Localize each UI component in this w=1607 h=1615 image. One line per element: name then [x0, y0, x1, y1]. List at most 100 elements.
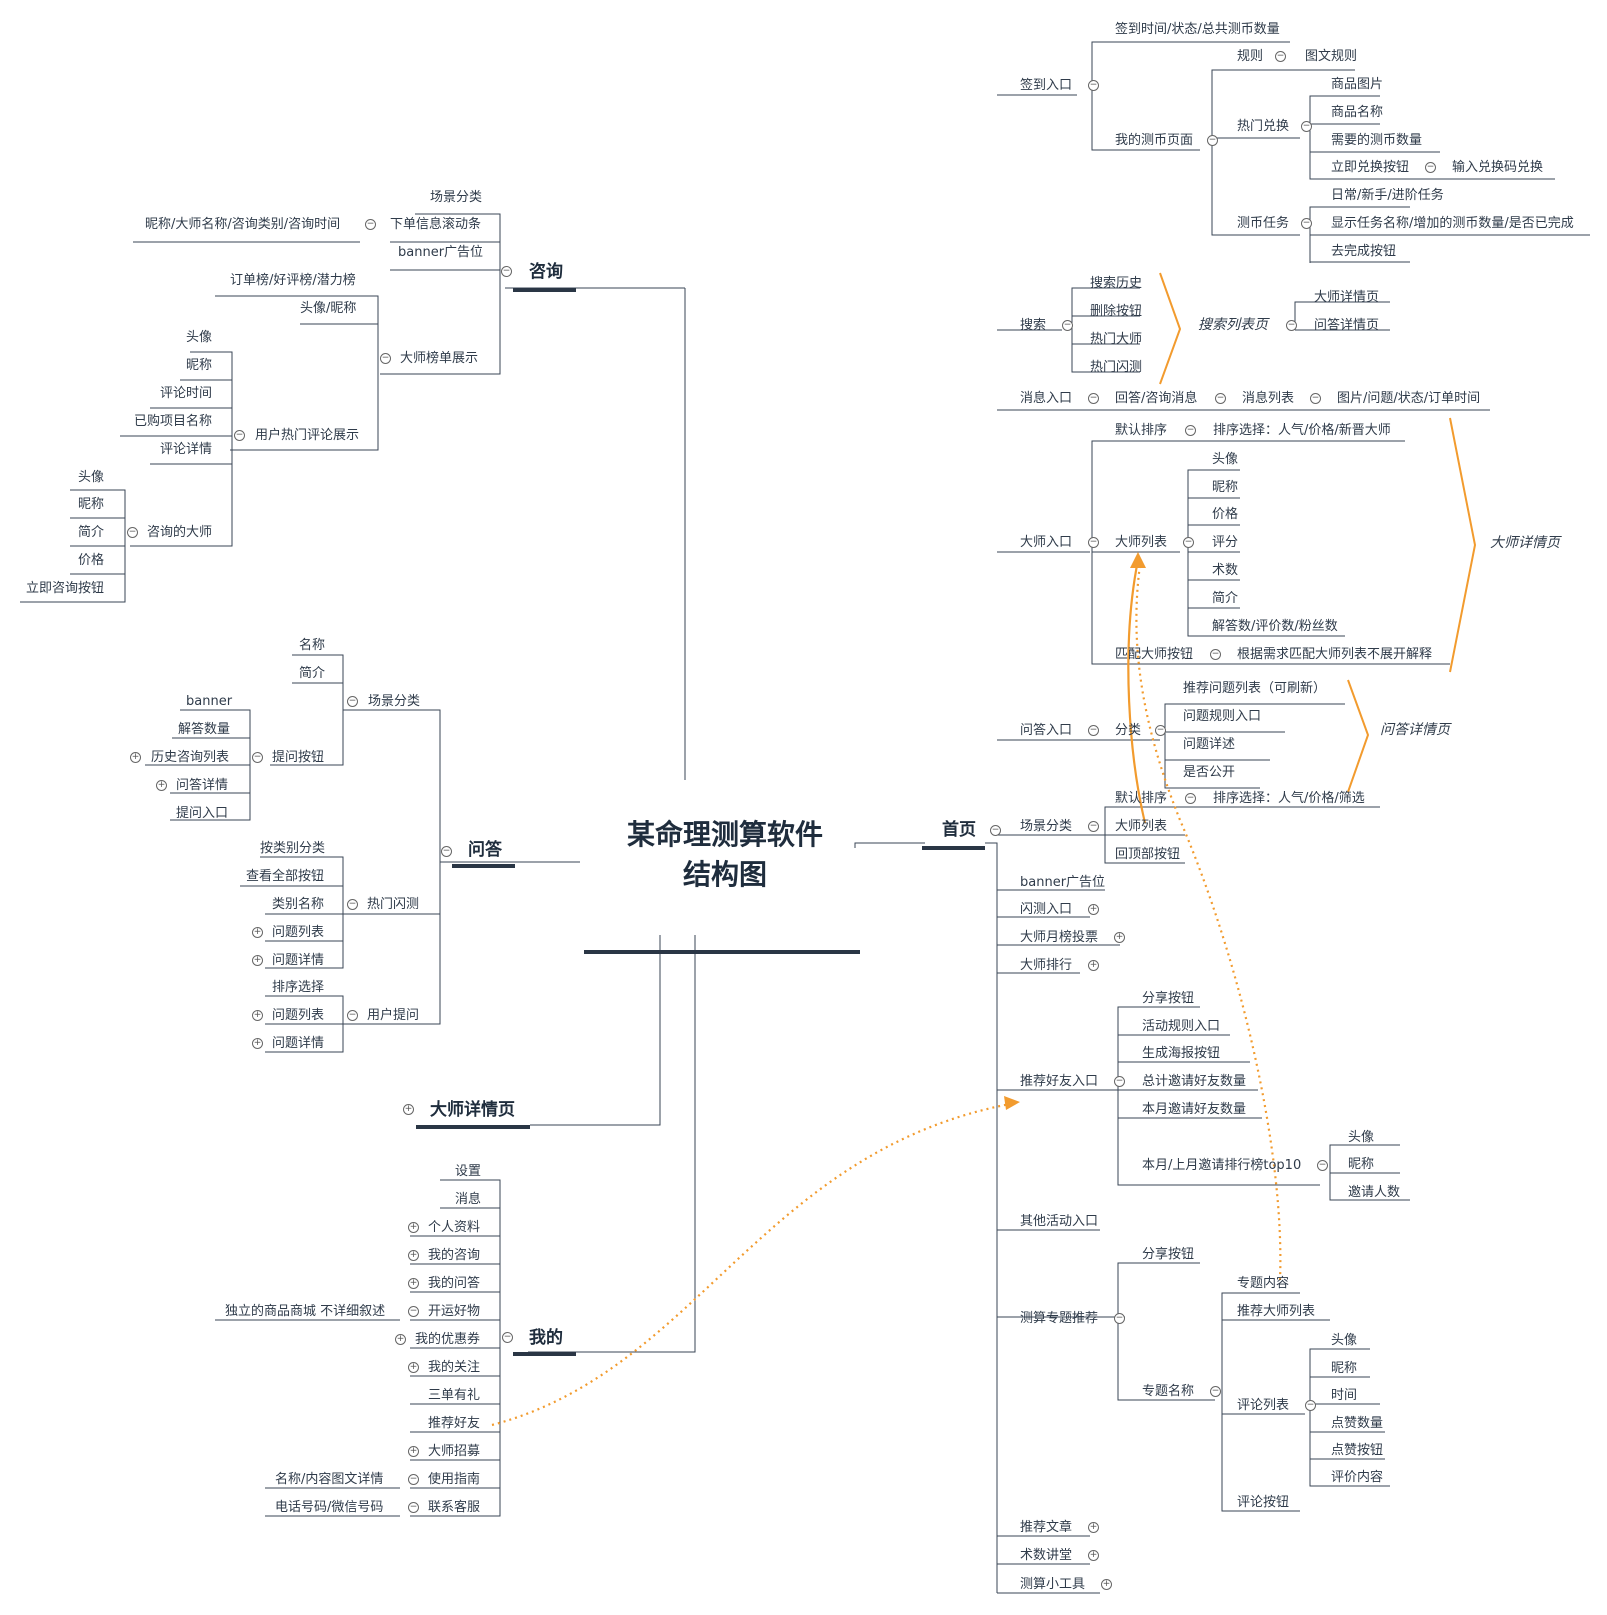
- collapse-icon[interactable]: −: [1210, 649, 1221, 660]
- node-cm-avatar[interactable]: 头像: [78, 470, 105, 485]
- node-product-image[interactable]: 商品图片: [1331, 77, 1384, 92]
- node-refer-entry[interactable]: 推荐好友入口: [1020, 1074, 1099, 1089]
- collapse-icon[interactable]: −: [1088, 537, 1099, 548]
- collapse-icon[interactable]: −: [1183, 537, 1194, 548]
- node-product-name[interactable]: 商品名称: [1331, 105, 1384, 120]
- node-hot-flash[interactable]: 热门闪测: [1090, 360, 1143, 375]
- node-search-history[interactable]: 搜索历史: [1090, 276, 1143, 291]
- node-checkin-time[interactable]: 签到时间/状态/总共测币数量: [1115, 22, 1280, 37]
- node-rating[interactable]: 评分: [1212, 535, 1239, 550]
- node-hot-master[interactable]: 热门大师: [1090, 332, 1143, 347]
- node-master-entry[interactable]: 大师入口: [1020, 535, 1073, 550]
- node-comment-list[interactable]: 评论列表: [1237, 1398, 1290, 1413]
- node-uq-question-list[interactable]: 问题列表: [272, 1008, 325, 1023]
- node-recommend-articles[interactable]: 推荐文章: [1020, 1520, 1073, 1535]
- node-consult-scene[interactable]: 场景分类: [430, 190, 483, 205]
- node-task-types[interactable]: 日常/新手/进阶任务: [1331, 188, 1444, 203]
- node-by-category[interactable]: 按类别分类: [260, 841, 326, 856]
- collapse-icon[interactable]: −: [1088, 80, 1099, 91]
- node-match-master[interactable]: 匹配大师按钮: [1115, 647, 1194, 662]
- collapse-icon[interactable]: −: [408, 1474, 419, 1485]
- node-input-code[interactable]: 输入兑换码兑换: [1452, 160, 1544, 175]
- node-support[interactable]: 联系客服: [428, 1500, 481, 1515]
- collapse-icon[interactable]: −: [408, 1306, 419, 1317]
- node-topic-recommend[interactable]: 测算专题推荐: [1020, 1311, 1099, 1326]
- node-master-rank-show[interactable]: 大师榜单展示: [400, 351, 479, 366]
- collapse-icon[interactable]: −: [1210, 1386, 1221, 1397]
- node-invite-rank[interactable]: 本月/上月邀请排行榜top10: [1142, 1158, 1302, 1173]
- node-hot-comments[interactable]: 用户热门评论展示: [255, 428, 360, 443]
- node-qa-detail-page[interactable]: 问答详情页: [1314, 318, 1380, 333]
- node-ask-entry[interactable]: 提问入口: [176, 806, 229, 821]
- node-message-entry[interactable]: 消息入口: [1020, 391, 1073, 406]
- node-refer-friends[interactable]: 推荐好友: [428, 1416, 481, 1431]
- expand-icon[interactable]: +: [252, 1010, 263, 1021]
- expand-icon[interactable]: +: [252, 1038, 263, 1049]
- node-checkin[interactable]: 签到入口: [1020, 78, 1073, 93]
- node-category[interactable]: 分类: [1115, 723, 1142, 738]
- node-answer-count[interactable]: 解答数量: [178, 722, 231, 737]
- node-match-desc[interactable]: 根据需求匹配大师列表不展开解释: [1237, 647, 1433, 662]
- collapse-icon[interactable]: −: [1207, 135, 1218, 146]
- collapse-icon[interactable]: −: [347, 899, 358, 910]
- node-rank-avatar[interactable]: 头像: [1348, 1130, 1375, 1145]
- node-rules[interactable]: 规则: [1237, 49, 1264, 64]
- node-c-time[interactable]: 时间: [1331, 1388, 1358, 1403]
- collapse-icon[interactable]: −: [347, 696, 358, 707]
- node-topic-name[interactable]: 专题名称: [1142, 1384, 1195, 1399]
- node-avatar[interactable]: 头像: [1212, 452, 1239, 467]
- expand-icon[interactable]: +: [252, 927, 263, 938]
- node-sort-choice[interactable]: 排序选择：人气/价格/新晋大师: [1213, 423, 1391, 438]
- node-default-sort[interactable]: 默认排序: [1115, 423, 1168, 438]
- node-goods-note[interactable]: 独立的商品商城 不详细叙述: [225, 1304, 386, 1319]
- node-uq-question-detail[interactable]: 问题详情: [272, 1036, 325, 1051]
- node-recommend-questions[interactable]: 推荐问题列表（可刷新）: [1183, 681, 1327, 696]
- node-topic-share[interactable]: 分享按钮: [1142, 1247, 1195, 1262]
- expand-icon[interactable]: +: [156, 780, 167, 791]
- collapse-icon[interactable]: −: [501, 266, 512, 277]
- collapse-icon[interactable]: −: [1088, 821, 1099, 832]
- collapse-icon[interactable]: −: [1088, 725, 1099, 736]
- collapse-icon[interactable]: −: [1185, 793, 1196, 804]
- collapse-icon[interactable]: −: [1301, 218, 1312, 229]
- node-three-orders[interactable]: 三单有礼: [428, 1388, 481, 1403]
- node-avatar-nick[interactable]: 头像/昵称: [300, 301, 357, 316]
- branch-mine[interactable]: 我的: [529, 1328, 563, 1348]
- node-my-qa[interactable]: 我的问答: [428, 1276, 481, 1291]
- node-banner-ad[interactable]: banner广告位: [1020, 875, 1106, 890]
- node-category-name[interactable]: 类别名称: [272, 897, 325, 912]
- collapse-icon[interactable]: −: [1114, 1313, 1125, 1324]
- node-hc-time[interactable]: 评论时间: [160, 386, 213, 401]
- node-cm-intro[interactable]: 简介: [78, 525, 105, 540]
- node-search-list-page[interactable]: 搜索列表页: [1198, 317, 1268, 333]
- expand-icon[interactable]: +: [1088, 1522, 1099, 1533]
- collapse-icon[interactable]: −: [1305, 1400, 1316, 1411]
- node-coupons[interactable]: 我的优惠券: [415, 1332, 481, 1347]
- node-rules-text[interactable]: 图文规则: [1305, 49, 1358, 64]
- node-hc-detail[interactable]: 评论详情: [160, 442, 213, 457]
- node-gen-poster[interactable]: 生成海报按钮: [1142, 1046, 1221, 1061]
- collapse-icon[interactable]: −: [1286, 320, 1297, 331]
- node-profile[interactable]: 个人资料: [428, 1220, 481, 1235]
- node-history-list[interactable]: 历史咨询列表: [151, 750, 230, 765]
- collapse-icon[interactable]: −: [347, 1010, 358, 1021]
- node-scene-sort-choice[interactable]: 排序选择：人气/价格/筛选: [1213, 791, 1365, 806]
- collapse-icon[interactable]: −: [252, 752, 263, 763]
- expand-icon[interactable]: +: [1088, 904, 1099, 915]
- collapse-icon[interactable]: −: [1425, 162, 1436, 173]
- expand-icon[interactable]: +: [1088, 1550, 1099, 1561]
- collapse-icon[interactable]: −: [1301, 121, 1312, 132]
- node-rank-types[interactable]: 订单榜/好评榜/潜力榜: [230, 273, 356, 288]
- collapse-icon[interactable]: −: [380, 353, 391, 364]
- node-qa-banner[interactable]: banner: [186, 694, 233, 709]
- node-comment-button[interactable]: 评论按钮: [1237, 1495, 1290, 1510]
- node-hot-flash[interactable]: 热门闪测: [367, 897, 420, 912]
- node-price[interactable]: 价格: [1212, 507, 1239, 522]
- node-question-desc[interactable]: 问题详述: [1183, 737, 1236, 752]
- node-delete-button[interactable]: 删除按钮: [1090, 304, 1143, 319]
- node-other-activity[interactable]: 其他活动入口: [1020, 1214, 1099, 1229]
- expand-icon[interactable]: +: [403, 1104, 414, 1115]
- collapse-icon[interactable]: −: [502, 1332, 513, 1343]
- node-master-rank[interactable]: 大师排行: [1020, 958, 1073, 973]
- collapse-icon[interactable]: −: [990, 825, 1001, 836]
